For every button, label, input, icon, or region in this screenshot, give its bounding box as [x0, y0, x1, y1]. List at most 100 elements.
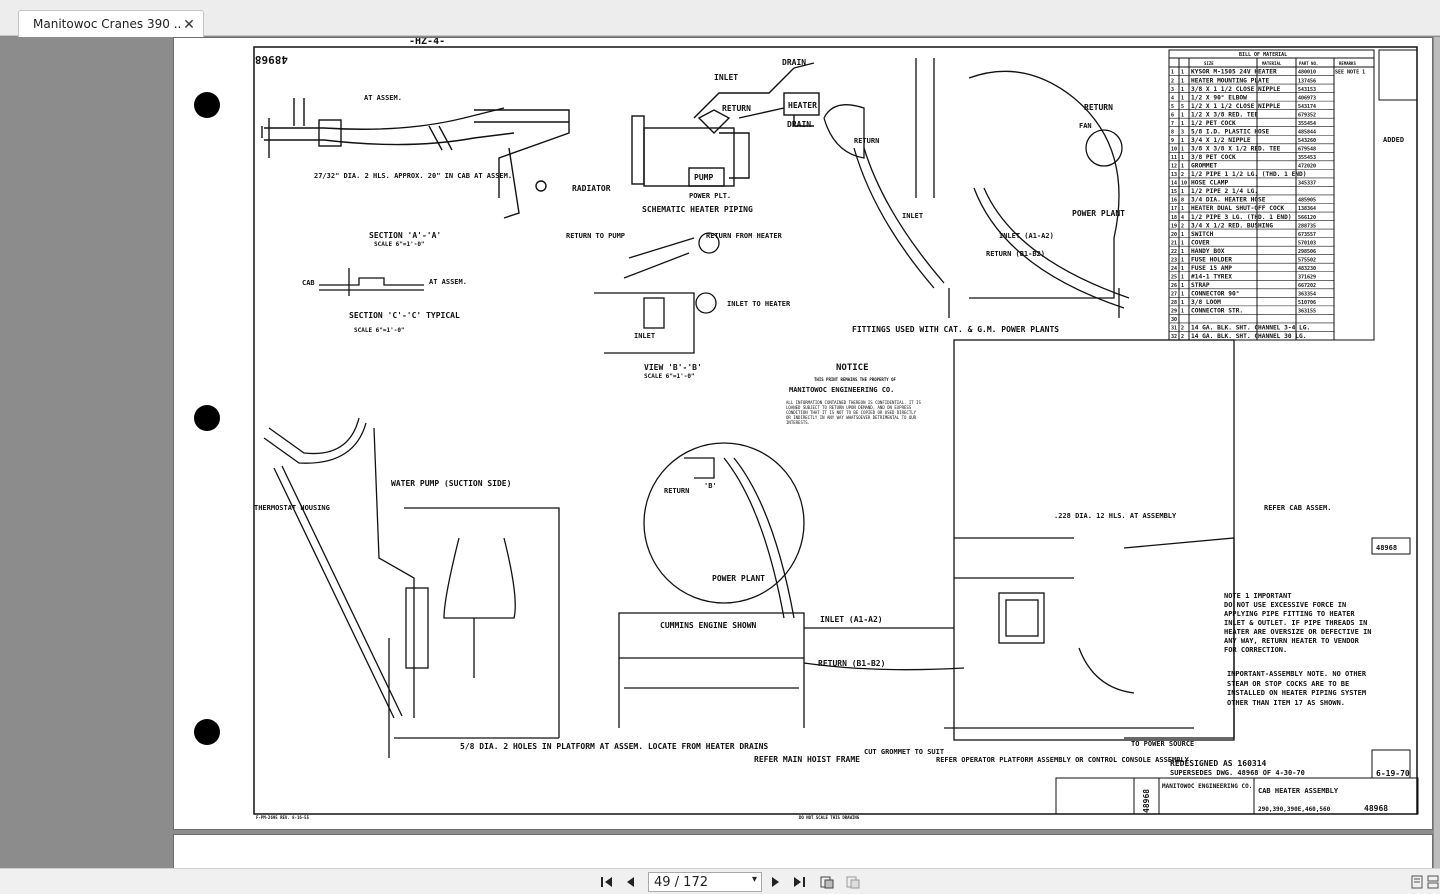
next-page-icon[interactable]: [766, 873, 784, 891]
bill-cell: 7: [1171, 121, 1174, 127]
bill-cell: 570103: [1298, 240, 1316, 246]
page-number-field[interactable]: 49 / 172 ▾: [648, 872, 762, 892]
bill-cell: 1: [1181, 78, 1184, 84]
bill-cell: 345337: [1298, 181, 1316, 187]
bill-cell: 406973: [1298, 95, 1316, 101]
bill-cell: 26: [1171, 283, 1177, 289]
bill-cell: 31: [1171, 326, 1177, 332]
bill-cell: 2: [1181, 172, 1184, 178]
view-bb-label: VIEW 'B'-'B': [644, 363, 702, 372]
bill-cell: 28: [1171, 300, 1177, 306]
bill-cell: 9: [1171, 138, 1174, 144]
bill-cell: 19: [1171, 223, 1177, 229]
bill-cell: 1/2 PIPE 3 LG. (THD. 1 END): [1191, 214, 1292, 221]
pipe-detail-top-left: [261, 98, 570, 219]
bill-cell: 2: [1171, 78, 1174, 84]
bill-cell: 16: [1171, 198, 1177, 204]
bill-cell: 543260: [1298, 138, 1316, 144]
bill-cell: 480010: [1298, 70, 1316, 76]
bill-cell: 1: [1181, 189, 1184, 195]
notice-title: NOTICE: [836, 363, 869, 373]
title-dwg-number: 48968: [1364, 804, 1388, 813]
drain-label-2: DRAIN: [787, 120, 811, 129]
fit-page-icon[interactable]: [818, 873, 836, 891]
at-assem-label-2: AT ASSEM.: [429, 278, 467, 286]
thermostat-label: THERMOSTAT HOUSING: [254, 504, 330, 512]
pump-label: PUMP: [694, 173, 713, 182]
bill-cell: 1/2 PET COCK: [1191, 120, 1236, 127]
last-page-icon[interactable]: [790, 873, 808, 891]
bill-cell: 5: [1171, 104, 1174, 110]
schematic-heater-piping: [631, 62, 820, 187]
bill-cell: 1/2 PIPE 2 1/4 LG.: [1191, 188, 1258, 195]
b-marker: 'B': [704, 482, 717, 490]
bill-cell: 4: [1171, 95, 1174, 101]
bill-cell: 13: [1171, 172, 1177, 178]
bill-header-material: MATERIAL: [1262, 61, 1282, 66]
return-label-2: RETURN: [854, 137, 879, 145]
power-plant-label-2: POWER PLANT: [712, 574, 765, 583]
punch-hole: [194, 405, 220, 431]
bill-cell: 3/4 X 1/2 NIPPLE: [1191, 137, 1251, 144]
bill-cell: 10: [1171, 147, 1177, 153]
return-label: RETURN: [722, 104, 751, 113]
punch-hole: [194, 92, 220, 118]
refer-operator-label: REFER OPERATOR PLATFORM ASSEMBLY OR CONT…: [936, 756, 1190, 764]
title-company: MANITOWOC ENGINEERING CO.: [1162, 783, 1252, 790]
document-tab[interactable]: Manitowoc Cranes 390 ... ✕: [18, 10, 204, 37]
notice-line: THIS PRINT REMAINS THE PROPERTY OF: [814, 377, 896, 382]
prev-page-icon[interactable]: [622, 873, 640, 891]
bill-cell: 1: [1181, 87, 1184, 93]
bill-cell: 575502: [1298, 257, 1316, 263]
corner-drawing-number: 48968: [255, 53, 288, 66]
bill-cell: 1: [1181, 121, 1184, 127]
rotate-icon[interactable]: [844, 873, 862, 891]
power-plt-label: POWER PLT.: [689, 192, 731, 200]
view-bb-scale: SCALE 6"=1'-0": [644, 373, 695, 380]
bill-cell: 1/2 X 3/8 RED. TEE: [1191, 111, 1258, 118]
bill-cell: 11: [1171, 155, 1177, 161]
form-number-label: F-PM-2695 REV. 8-16-55: [256, 815, 310, 820]
chevron-down-icon[interactable]: ▾: [751, 874, 757, 885]
bill-cell: 3/8 X 1 1/2 CLOSE NIPPLE: [1191, 86, 1281, 93]
return-label-3: RETURN: [1084, 103, 1113, 112]
water-pump-label: WATER PUMP (SUCTION SIDE): [391, 479, 511, 488]
vertical-scrollbar[interactable]: [1434, 37, 1440, 868]
bill-cell: 1: [1181, 95, 1184, 101]
refer-main-label: REFER MAIN HOIST FRAME: [754, 755, 860, 764]
single-page-icon[interactable]: [1408, 873, 1426, 891]
close-icon[interactable]: ✕: [183, 15, 195, 32]
bill-cell: KYSOR M-1505 24V HEATER: [1191, 69, 1277, 76]
inlet-to-heater-label: INLET TO HEATER: [727, 300, 791, 308]
bill-cell: 472020: [1298, 164, 1316, 170]
return-vertical-label-2: RETURN: [664, 487, 689, 495]
return-from-heater-label: RETURN FROM HEATER: [706, 232, 783, 240]
first-page-icon[interactable]: [598, 873, 616, 891]
title-dwg-vertical: 48968: [1142, 789, 1151, 813]
section-aa-scale: SCALE 6"=1'-0": [374, 241, 425, 248]
bill-cell: 3: [1171, 87, 1174, 93]
top-drawing-number: -HZ-4-: [409, 38, 445, 47]
bill-cell: 30: [1171, 317, 1177, 323]
continuous-page-icon[interactable]: [1424, 873, 1440, 891]
document-viewer[interactable]: -HZ-4- 48968 AT ASSEM. 27/3: [0, 37, 1440, 874]
bill-cell: 679352: [1298, 112, 1316, 118]
bill-cell: 3/8 X 3/8 X 1/2 RED. TEE: [1191, 146, 1281, 153]
bill-cell: 27: [1171, 292, 1177, 298]
bill-cell: 1: [1181, 206, 1184, 212]
bill-cell: 12: [1171, 164, 1177, 170]
inlet-label: INLET: [714, 73, 738, 82]
bill-cell: 5/8 I.D. PLASTIC HOSE: [1191, 128, 1270, 135]
redesigned-label: REDESIGNED AS 160314: [1170, 759, 1267, 768]
bill-cell: 2: [1181, 326, 1184, 332]
bill-cell: 355453: [1298, 155, 1316, 161]
bill-cell: GROMMET: [1191, 163, 1217, 170]
bill-cell: 138364: [1298, 206, 1316, 212]
inlet-a1a2-label-2: INLET (A1-A2): [820, 615, 883, 624]
bill-cell: 6: [1171, 112, 1174, 118]
bill-cell: 1: [1181, 292, 1184, 298]
bill-cell: 32: [1171, 334, 1177, 340]
bill-cell: 1/2 X 1 1/2 CLOSE NIPPLE: [1191, 103, 1281, 110]
drain-label: DRAIN: [782, 58, 806, 67]
bill-cell: CONNECTOR 90°: [1191, 290, 1239, 298]
